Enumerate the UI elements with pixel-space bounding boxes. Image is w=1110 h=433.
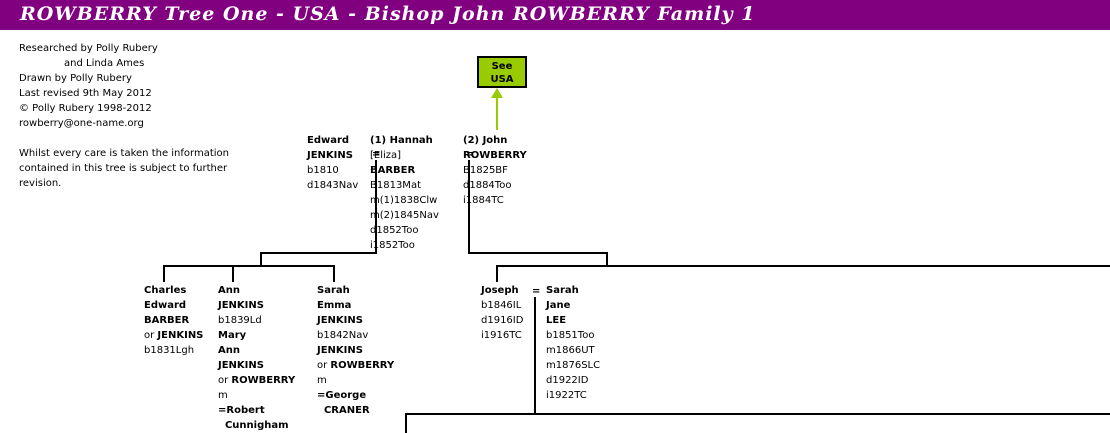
children-bar-3 (405, 413, 1110, 415)
person-line: Cunnigham (218, 420, 289, 431)
credit-drawn: Drawn by Polly Rubery (19, 73, 132, 84)
family-stem (606, 252, 608, 266)
person-line: i1922TC (546, 390, 587, 401)
see-link-label: USA (490, 74, 514, 85)
person-line: b1810 (307, 165, 339, 176)
person-line: Jane (546, 300, 571, 311)
person-line: m(1)1838Clw (370, 195, 438, 206)
disclaimer-line: Whilst every care is taken the informati… (19, 148, 229, 159)
see-usa-link-button[interactable]: See USA (477, 56, 527, 88)
person-line: (2) John (463, 135, 508, 146)
child-drop (405, 413, 407, 433)
title-bar: ROWBERRY Tree One - USA - Bishop John RO… (0, 0, 1110, 30)
person-line: JENKINS (317, 345, 363, 356)
family-stem (260, 252, 262, 266)
person-line: Ann (218, 285, 240, 296)
person-line: b1846IL (481, 300, 522, 311)
person-line: b1842Nav (317, 330, 369, 341)
person-line: Joseph (481, 285, 519, 296)
person-line: B1825BF (463, 165, 508, 176)
descent-line-hannah (375, 160, 377, 253)
person-line: m(2)1845Nav (370, 210, 439, 221)
person-line: d1916ID (481, 315, 524, 326)
child-drop-sarah-emma (333, 265, 335, 282)
credit-coresearcher: and Linda Ames (64, 58, 145, 69)
person-line: Emma (317, 300, 352, 311)
person-line: Sarah (317, 285, 350, 296)
person-line: m1866UT (546, 345, 595, 356)
marriage-symbol: = (532, 286, 541, 297)
person-line: Edward (144, 300, 187, 311)
person-line: d1884Too (463, 180, 512, 191)
person-line: JENKINS (307, 150, 353, 161)
person-line: BARBER (144, 315, 190, 326)
credit-revised: Last revised 9th May 2012 (19, 88, 152, 99)
person-line: JENKINS (218, 300, 264, 311)
person-line: d1852Too (370, 225, 419, 236)
family-bar-john (468, 252, 608, 254)
person-line: =George (317, 390, 367, 401)
person-line: or ROWBERRY (218, 375, 296, 386)
person-line: (1) Hannah (370, 135, 433, 146)
child-drop-ann (232, 265, 234, 282)
person-line: m (317, 375, 327, 386)
family-bar-edward (260, 252, 377, 254)
person-line: d1922ID (546, 375, 589, 386)
person-line: i1916TC (481, 330, 522, 341)
descent-line-john (468, 160, 470, 253)
child-drop-joseph (496, 265, 498, 282)
person-line: b1851Too (546, 330, 595, 341)
descent-line-joseph (534, 297, 536, 414)
children-bar-2 (496, 265, 1110, 267)
person-line: JENKINS (317, 315, 363, 326)
person-line: b1831Lgh (144, 345, 195, 356)
person-line: Sarah (546, 285, 579, 296)
person-line: Mary (218, 330, 247, 341)
person-line: BARBER (370, 165, 416, 176)
disclaimer-line: revision. (19, 178, 62, 189)
person-line: m (218, 390, 228, 401)
person-line: or JENKINS (144, 330, 204, 341)
person-line: JENKINS (218, 360, 264, 371)
credit-copyright: © Polly Rubery 1998-2012 (19, 103, 152, 114)
page-title: ROWBERRY Tree One - USA - Bishop John RO… (20, 3, 756, 25)
person-line: ROWBERRY (463, 150, 527, 161)
child-drop-charles (163, 265, 165, 282)
marriage-symbol: = (372, 149, 381, 160)
see-link-label: See (491, 61, 513, 72)
person-line: b1839Ld (218, 315, 262, 326)
person-line: LEE (546, 315, 567, 326)
credit-email[interactable]: rowberry@one-name.org (19, 118, 144, 129)
person-line: =Robert (218, 405, 265, 416)
marriage-symbol: = (466, 149, 475, 160)
person-line: Edward (307, 135, 350, 146)
person-line: m1876SLC (546, 360, 601, 371)
person-line: B1813Mat (370, 180, 421, 191)
children-bar-1 (163, 265, 335, 267)
up-arrow-icon (491, 88, 503, 98)
person-line: CRANER (317, 405, 370, 416)
person-line: or ROWBERRY (317, 360, 395, 371)
arrow-shaft (496, 96, 498, 130)
person-line: i1884TC (463, 195, 504, 206)
person-line: Charles (144, 285, 187, 296)
credit-researched: Researched by Polly Rubery (19, 43, 158, 54)
person-line: Ann (218, 345, 240, 356)
disclaimer-line: contained in this tree is subject to fur… (19, 163, 228, 174)
person-line: [Eliza] (370, 150, 402, 161)
person-line: i1852Too (370, 240, 415, 251)
person-line: d1843Nav (307, 180, 359, 191)
